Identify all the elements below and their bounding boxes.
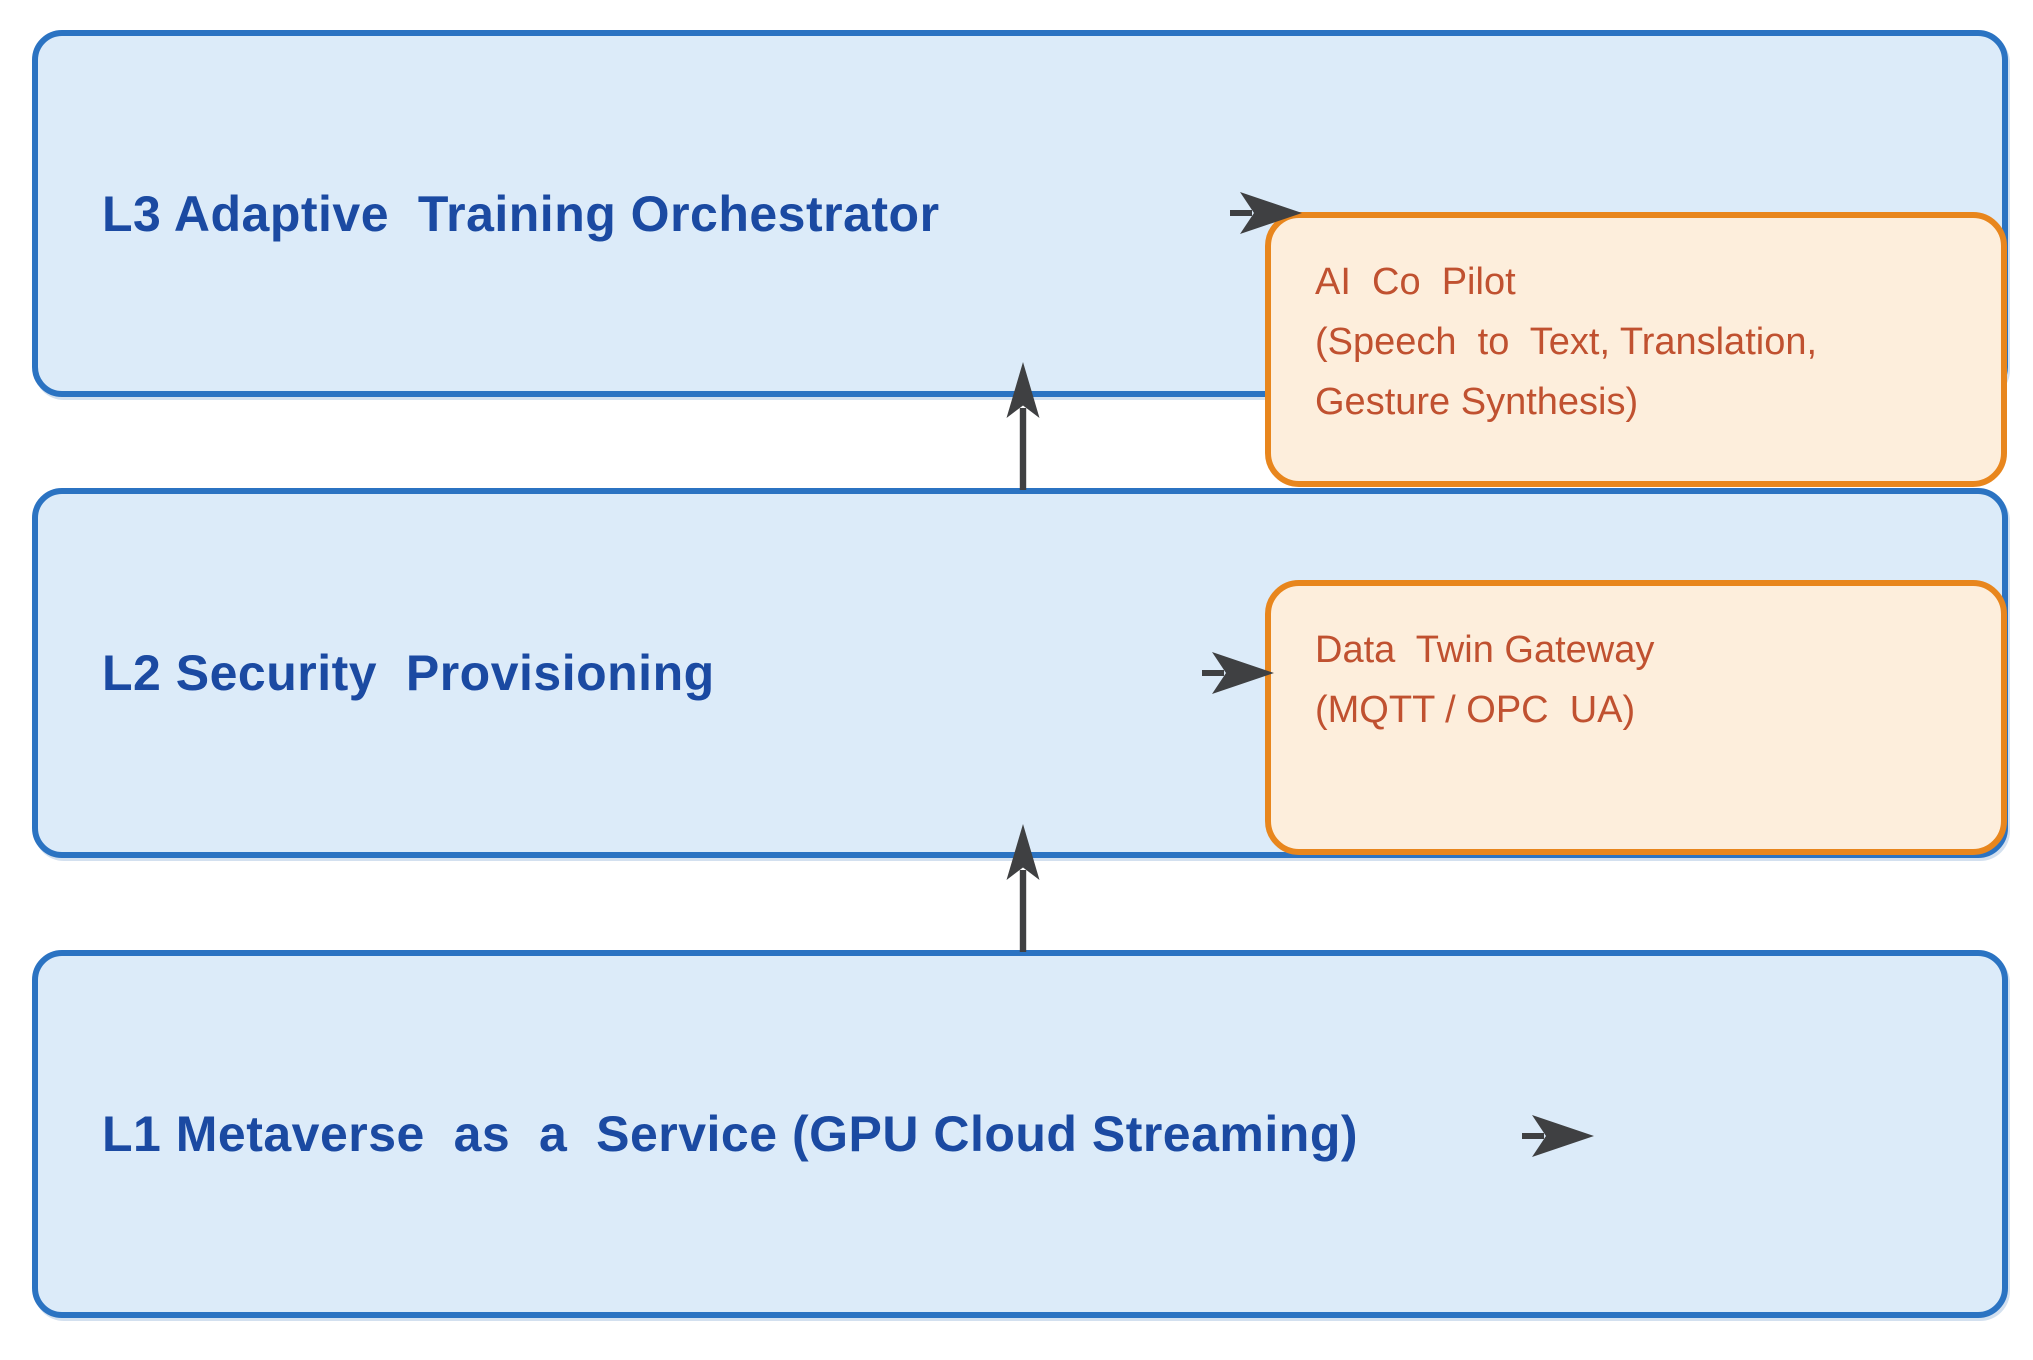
right-arrow-icon bbox=[1522, 1115, 1594, 1157]
callout-ai-co-pilot: AI Co Pilot (Speech to Text, Translation… bbox=[1265, 212, 2007, 487]
right-arrow-icon bbox=[1202, 652, 1274, 694]
up-arrow-icon bbox=[1006, 824, 1040, 952]
layer-l3-label: L3 Adaptive Training Orchestrator bbox=[102, 185, 940, 242]
callout-ai-co-pilot-text: AI Co Pilot (Speech to Text, Translation… bbox=[1315, 261, 1818, 424]
layer-l1-label: L1 Metaverse as a Service (GPU Cloud Str… bbox=[102, 1106, 1359, 1162]
layer-l2-label: L2 Security Provisioning bbox=[102, 645, 715, 701]
callout-data-twin-gateway-text: Data Twin Gateway (MQTT / OPC UA) bbox=[1315, 629, 1655, 732]
layer-l1-box: L1 Metaverse as a Service (GPU Cloud Str… bbox=[32, 950, 2008, 1318]
callout-data-twin-gateway: Data Twin Gateway (MQTT / OPC UA) bbox=[1265, 580, 2007, 855]
right-arrow-icon bbox=[1230, 192, 1302, 234]
up-arrow-icon bbox=[1006, 362, 1040, 490]
